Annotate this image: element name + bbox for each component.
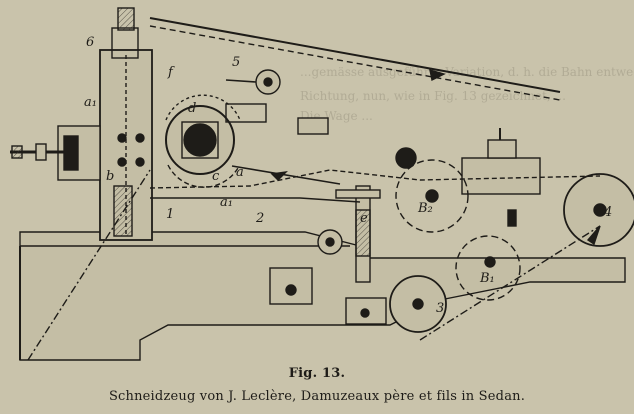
screw-nut xyxy=(35,143,47,161)
roller-b2-axle xyxy=(425,189,439,203)
column-spring-top xyxy=(117,7,135,31)
knife-blade xyxy=(231,165,341,185)
roller-5-arm xyxy=(225,79,257,83)
bed-foot-bolt xyxy=(360,308,370,318)
column-pin-2 xyxy=(117,157,127,167)
bleedthrough-text: ...gemässe ausgeführte Variation, d. h. … xyxy=(300,65,634,123)
pulley-small xyxy=(395,147,417,169)
label-4: 4 xyxy=(603,205,612,220)
bracket-nut xyxy=(63,135,79,171)
label-d: d xyxy=(188,101,196,116)
arrow-head-top xyxy=(429,69,446,82)
label-a1-left: a₁ xyxy=(84,95,97,110)
column-pin-4 xyxy=(135,157,145,167)
arrow-head-right xyxy=(586,225,601,246)
column-pin-3 xyxy=(135,133,145,143)
roller-b1 xyxy=(455,235,521,301)
label-6: 6 xyxy=(86,35,94,50)
roller-b1-axle xyxy=(484,256,496,268)
bed-bolt xyxy=(285,284,297,296)
cloth-path-upper xyxy=(149,169,601,189)
figure-caption: Schneidzeug von J. Leclère, Damuzeaux pè… xyxy=(108,389,526,404)
bleed-line-1: ...gemässe ausgeführte Variation, d. h. … xyxy=(300,65,634,79)
label-3: 3 xyxy=(436,301,444,316)
top-right-block xyxy=(297,117,329,135)
roller-b2 xyxy=(395,159,469,233)
pinch-roller-axle xyxy=(325,237,335,247)
label-5: 5 xyxy=(232,55,240,70)
label-b: b xyxy=(106,169,114,184)
lever-arm xyxy=(149,17,561,93)
label-c: c xyxy=(212,169,220,184)
label-e: e xyxy=(360,211,368,226)
bed-foot xyxy=(345,297,387,325)
label-f: f xyxy=(167,65,175,80)
drum-blades xyxy=(165,94,241,121)
bleed-line-2: Richtung, nun, wie in Fig. 13 gezeichnet… xyxy=(300,89,566,103)
label-b2: B₂ xyxy=(417,201,433,216)
guide-line-left xyxy=(27,169,151,361)
figure-number: Fig. 13. xyxy=(288,366,346,381)
label-a: a xyxy=(236,165,244,180)
spring-crossbar xyxy=(335,189,381,199)
cutter-shaft xyxy=(183,123,217,157)
label-a1: a₁ xyxy=(220,195,233,210)
screw-thread xyxy=(11,145,23,159)
roller-4-axle xyxy=(593,203,607,217)
carriage-nut xyxy=(487,139,517,159)
spring-coil xyxy=(355,209,371,257)
column-pin-1 xyxy=(117,133,127,143)
carriage-slot xyxy=(507,209,517,227)
arrow-head-mid xyxy=(270,171,288,181)
small-roller-5-axle xyxy=(263,77,273,87)
label-1: 1 xyxy=(166,207,174,222)
label-b1: B₁ xyxy=(479,271,495,286)
cloth-path-lower xyxy=(150,197,361,203)
label-2: 2 xyxy=(255,211,264,226)
guide-line-right xyxy=(419,225,601,341)
carriage-block xyxy=(461,157,541,195)
arm-block xyxy=(225,103,267,123)
roller-3-axle xyxy=(412,298,424,310)
bed-plate xyxy=(269,267,313,305)
